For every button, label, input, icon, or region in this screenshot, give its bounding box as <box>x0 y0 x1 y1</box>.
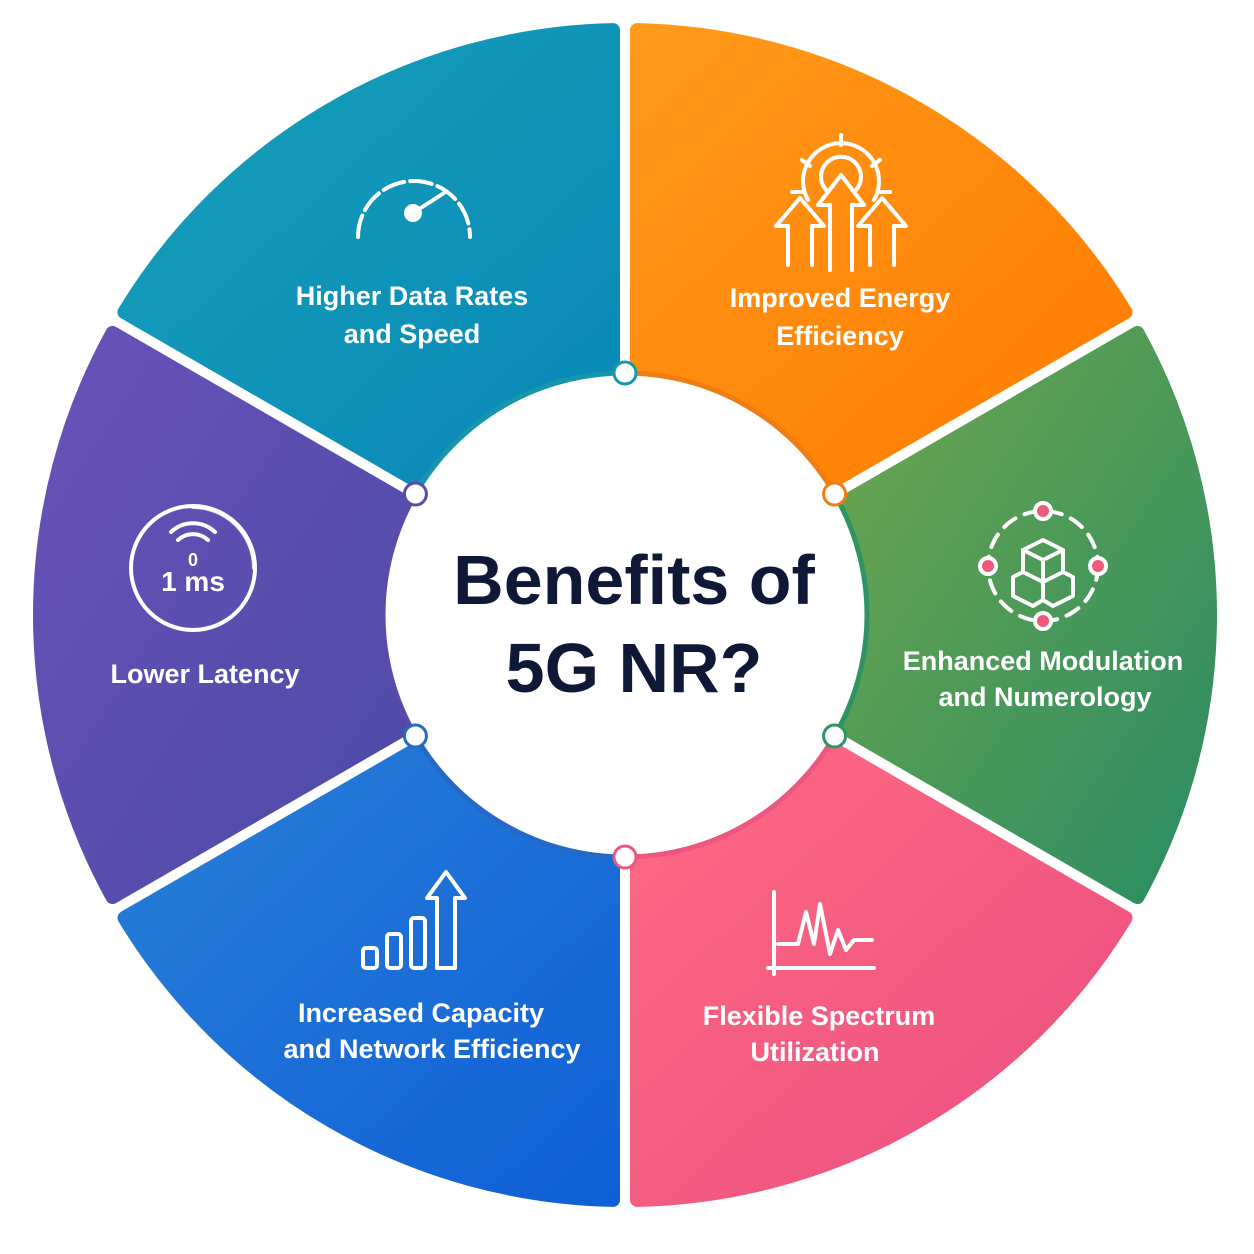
ring-node <box>612 844 638 870</box>
segment-higher-data-rates-content: Higher Data Rates and Speed <box>296 179 529 349</box>
ring-node <box>822 723 848 749</box>
segment-label-line: and Speed <box>344 319 481 349</box>
segment-flexible-spectrum-content: Flexible Spectrum Utilization <box>703 890 936 1067</box>
bar-growth-icon <box>361 870 467 970</box>
segment-label-line: Efficiency <box>776 321 904 351</box>
segment-label-line: Increased Capacity <box>298 998 544 1028</box>
center-ring <box>380 370 870 860</box>
segments <box>33 23 1218 1207</box>
segment-label-line: and Network Efficiency <box>283 1034 580 1064</box>
segment-lower-latency-content: 0 1 ms Lower Latency <box>110 504 300 689</box>
spectrum-wave-icon <box>766 890 876 976</box>
segment-label-line: Enhanced Modulation <box>903 646 1184 676</box>
ring-node <box>612 360 638 386</box>
latency-icon-top-text: 0 <box>188 550 198 570</box>
segment-flexible-spectrum <box>117 743 621 1207</box>
segment-enhanced-modulation-content: Enhanced Modulation and Numerology <box>903 501 1184 712</box>
segment-label-line: Utilization <box>751 1037 880 1067</box>
segment-label-line: Improved Energy <box>730 283 951 313</box>
gear-arrows-icon <box>774 133 908 272</box>
segment-label-line: Higher Data Rates <box>296 281 529 311</box>
speedometer-icon <box>356 179 472 239</box>
ring-arc-increased-capacity <box>380 492 418 738</box>
center-disc <box>385 375 865 855</box>
cubes-cycle-icon <box>978 501 1108 631</box>
segment-lower-latency <box>117 23 621 487</box>
segment-improved-energy-efficiency <box>840 325 1218 905</box>
segment-enhanced-modulation <box>629 743 1133 1207</box>
segment-increased-capacity <box>33 325 410 905</box>
segment-higher-data-rates <box>629 23 1133 487</box>
segment-label-line: Lower Latency <box>110 659 299 689</box>
ring-arc-improved-energy-efficiency <box>832 492 870 738</box>
ring-arc-enhanced-modulation <box>624 734 837 860</box>
ring-node <box>402 481 428 507</box>
ring-arc-flexible-spectrum <box>413 734 626 860</box>
center-title-line-1: Benefits of <box>453 541 815 619</box>
segment-label-line: Flexible Spectrum <box>703 1001 936 1031</box>
segment-label-line: and Numerology <box>938 682 1151 712</box>
ring-arc-lower-latency <box>413 370 626 496</box>
ring-node <box>402 723 428 749</box>
latency-icon-value: 1 ms <box>161 566 225 597</box>
ring-node <box>822 481 848 507</box>
segment-improved-energy-content: Improved Energy Efficiency <box>730 133 951 351</box>
ring-nodes <box>402 360 848 870</box>
segment-increased-capacity-content: Increased Capacity and Network Efficienc… <box>283 870 581 1064</box>
latency-clock-icon: 0 1 ms <box>129 504 257 632</box>
center-title-line-2: 5G NR? <box>506 629 763 707</box>
ring-arc-higher-data-rates <box>624 370 837 496</box>
